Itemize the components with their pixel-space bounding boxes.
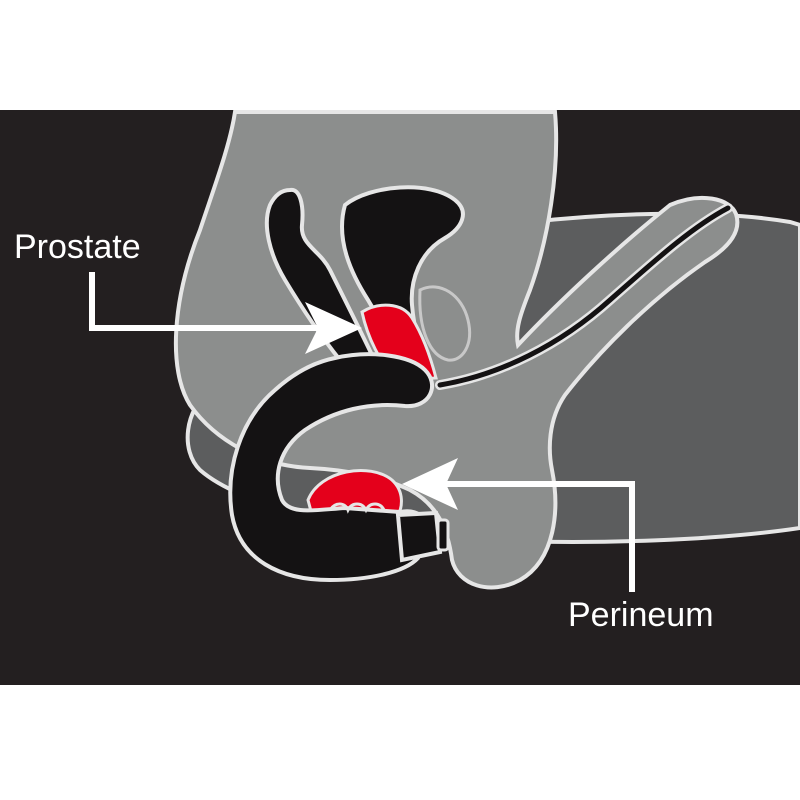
device-bumps bbox=[328, 502, 386, 514]
bladder-shape bbox=[340, 185, 465, 372]
perineum-arrow-head bbox=[402, 458, 458, 510]
prostate-label: Prostate bbox=[14, 228, 141, 266]
perineum-arrow-line bbox=[440, 481, 635, 592]
urethra-core bbox=[437, 205, 731, 388]
prostate-shape bbox=[360, 303, 438, 382]
gland-outline bbox=[418, 285, 471, 362]
prostate-arrow-line bbox=[89, 272, 320, 331]
prostate-arrow-head bbox=[305, 302, 362, 354]
device-control-cap bbox=[395, 510, 443, 563]
massager-device bbox=[228, 352, 435, 583]
device-control-tip bbox=[436, 518, 450, 552]
perineum-label: Perineum bbox=[568, 596, 714, 634]
torso-shape bbox=[173, 110, 740, 590]
